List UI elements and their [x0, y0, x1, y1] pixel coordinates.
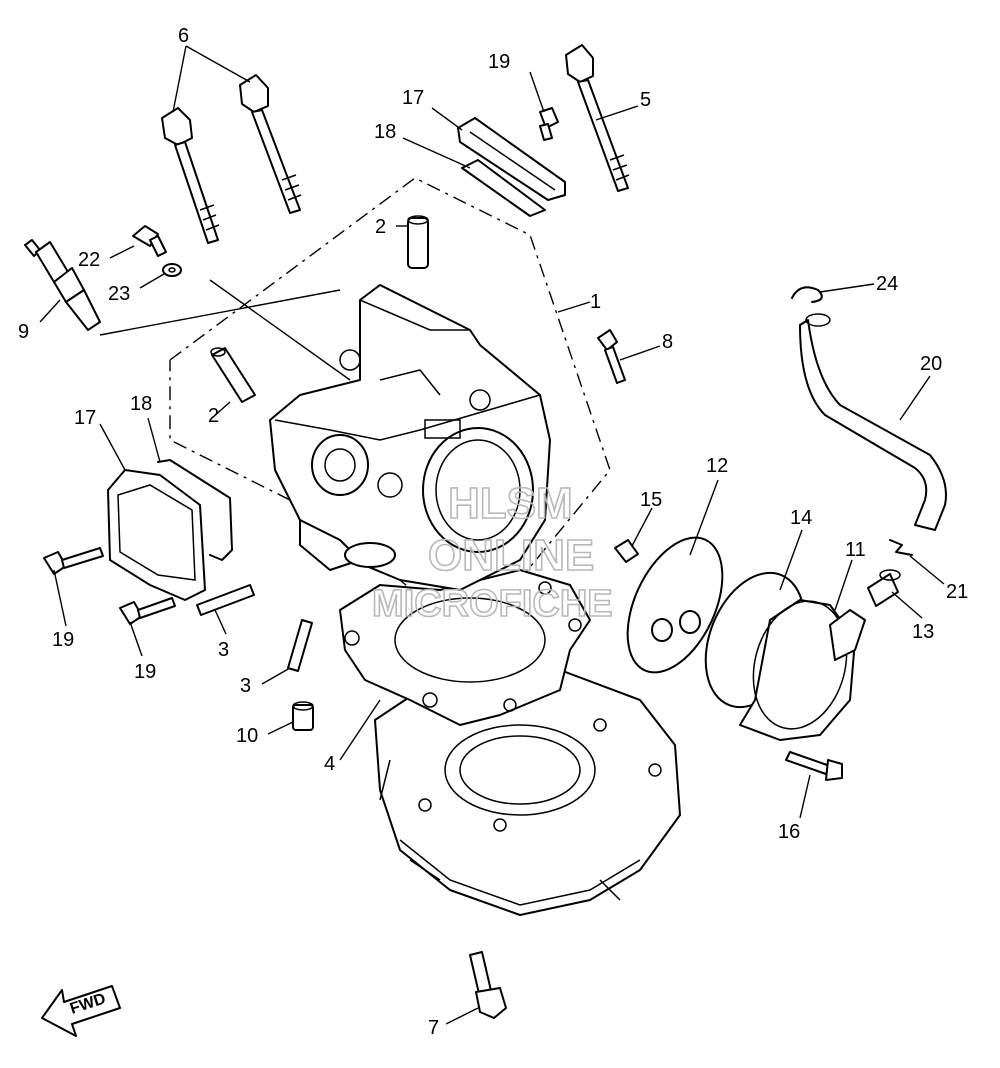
cover-plate-12 [626, 536, 724, 674]
label-part-19-top: 19 [488, 51, 510, 73]
head-bolt-5 [565, 44, 630, 192]
stud-bolt-upper [196, 584, 255, 616]
label-part-23: 23 [108, 283, 130, 305]
dowel-10 [292, 701, 314, 731]
label-part-14: 14 [790, 507, 812, 529]
label-part-18-left: 18 [130, 393, 152, 415]
dowel-pin-top [407, 215, 429, 269]
tappet-gasket-top [461, 159, 546, 217]
watermark-line-3: MICROFICHE [372, 583, 613, 625]
label-part-9: 9 [18, 321, 29, 343]
label-part-3-lower: 3 [240, 675, 251, 697]
head-gasket [339, 569, 591, 726]
spark-plug [24, 239, 101, 331]
part-number-labels: 1 2 2 3 3 4 5 6 7 8 9 10 11 12 13 14 15 … [18, 25, 968, 1039]
bolt-19-left-a [43, 547, 104, 575]
label-part-1: 1 [590, 291, 601, 313]
bolt-16 [785, 751, 843, 781]
watermark-line-2: ONLINE [428, 531, 594, 580]
stud-bolt-lower [287, 619, 313, 672]
tappet-gasket-left [157, 459, 233, 561]
label-part-10: 10 [236, 725, 258, 747]
label-part-20: 20 [920, 353, 942, 375]
label-part-17-left: 17 [74, 407, 96, 429]
label-part-24: 24 [876, 273, 898, 295]
tappet-cover-top [457, 117, 566, 201]
label-part-2-left: 2 [208, 405, 219, 427]
label-part-4: 4 [324, 753, 335, 775]
tappet-cover-left [107, 469, 206, 601]
label-part-21: 21 [946, 581, 968, 603]
label-part-5: 5 [640, 89, 651, 111]
label-part-18-top: 18 [374, 121, 396, 143]
label-part-13: 13 [912, 621, 934, 643]
watermark-line-1: HLSM [448, 479, 573, 528]
label-part-3-upper: 3 [218, 639, 229, 661]
cylinder-head [269, 284, 551, 591]
label-part-2-top: 2 [375, 216, 386, 238]
label-part-19-left-b: 19 [134, 661, 156, 683]
label-part-12: 12 [706, 455, 728, 477]
head-bolt-left [161, 107, 220, 244]
head-bolt-right [239, 74, 302, 214]
hose-clamp-24 [791, 286, 823, 303]
washer-23 [162, 263, 182, 277]
breather-hose [799, 313, 947, 531]
label-part-7: 7 [428, 1017, 439, 1039]
bolt-15 [614, 539, 639, 563]
filter-cover-11 [739, 599, 866, 741]
fitting-13 [867, 569, 901, 607]
bolt-22 [132, 225, 167, 257]
label-part-16: 16 [778, 821, 800, 843]
label-part-15: 15 [640, 489, 662, 511]
hose-clip-21 [889, 539, 913, 556]
cylinder-block [374, 669, 681, 916]
leader-lines [39, 45, 945, 1025]
label-part-17-top: 17 [402, 87, 424, 109]
watermark: HLSM ONLINE MICROFICHE [371, 478, 613, 626]
dowel-pin-left [210, 347, 256, 403]
fwd-arrow-icon: FWD [41, 985, 121, 1037]
assembly-dashed-outline [169, 177, 611, 641]
bolt-19-top [539, 107, 559, 141]
label-part-11: 11 [845, 539, 866, 561]
label-part-8: 8 [662, 331, 673, 353]
bolt-8 [597, 329, 626, 384]
bolt-19-left-b [119, 597, 176, 625]
bolt-7 [469, 951, 507, 1019]
label-part-19-left-a: 19 [52, 629, 74, 651]
label-part-6: 6 [178, 25, 189, 47]
label-part-22: 22 [78, 249, 100, 271]
